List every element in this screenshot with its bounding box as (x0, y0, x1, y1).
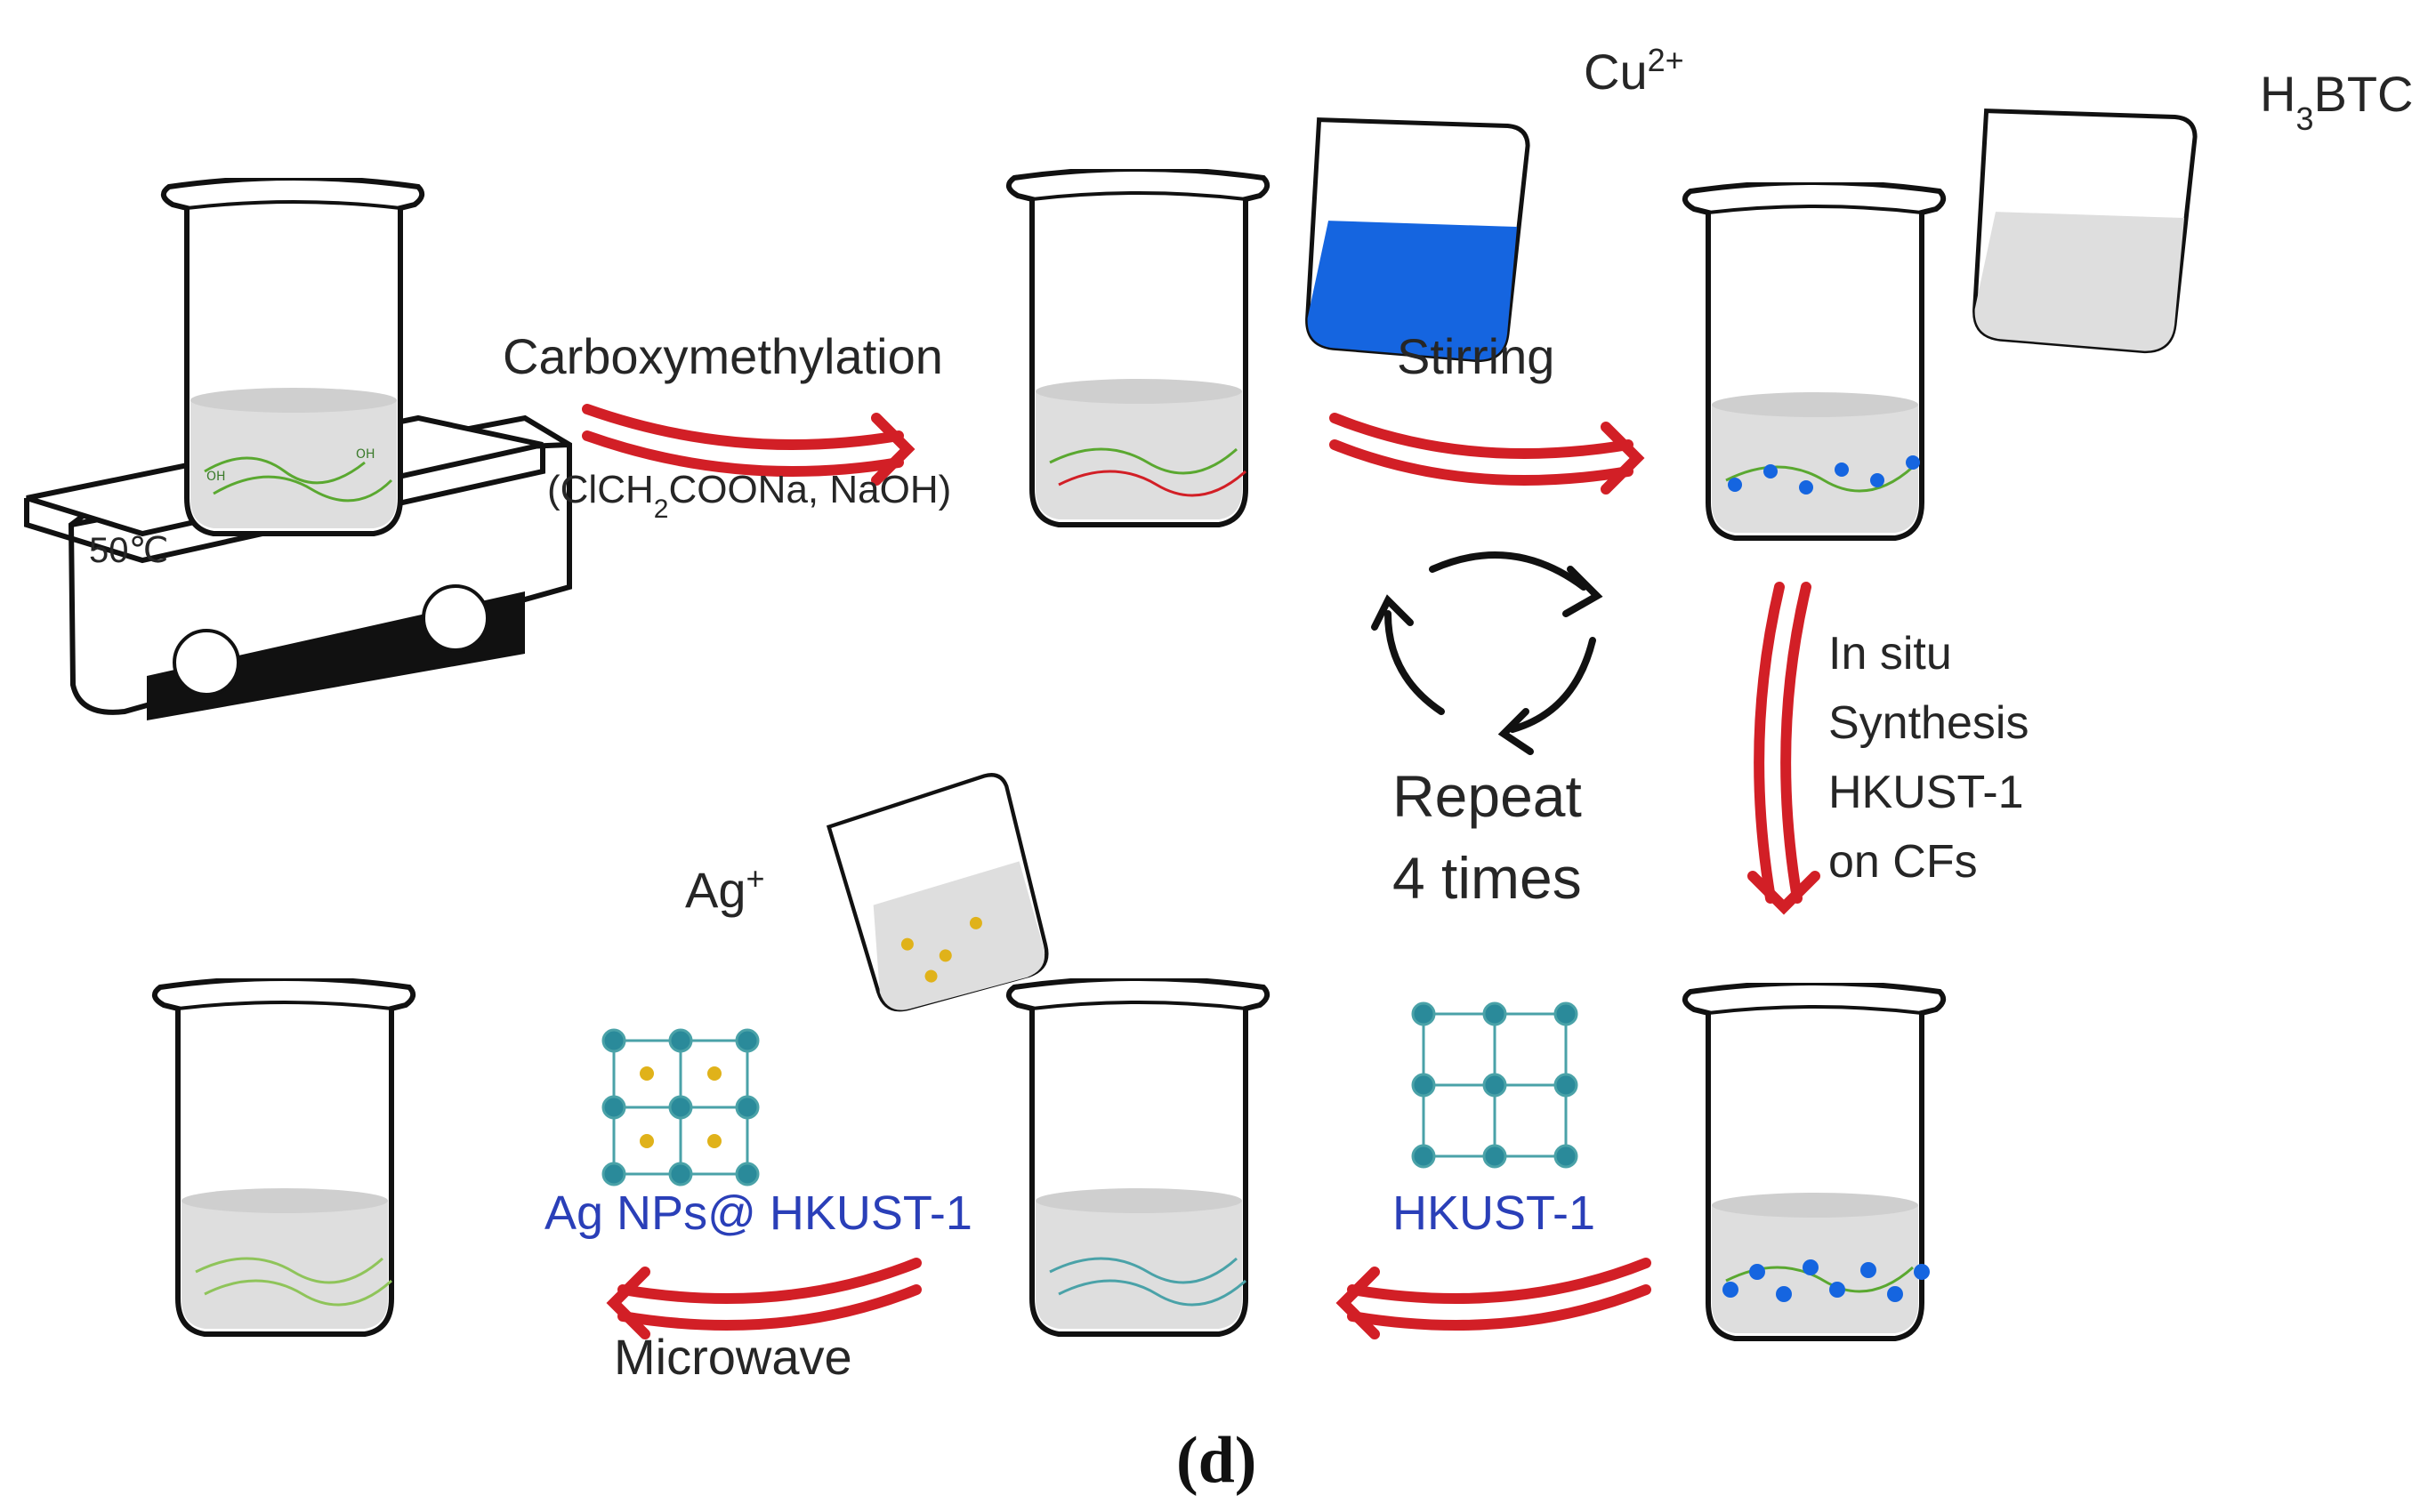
h3btc-pour-beaker (1948, 84, 2210, 368)
ag-label: Ag+ (685, 860, 765, 919)
beaker-hkust (1009, 978, 1267, 1334)
reagents-label: (ClCH2COONa, NaOH) (547, 468, 951, 524)
microwave-label: Microwave (614, 1329, 852, 1385)
stirring-label: Stirring (1397, 328, 1554, 384)
insitu-label-2: Synthesis (1828, 697, 2029, 749)
hkust-fibers-teal (1049, 1257, 1247, 1307)
insitu-label-3: HKUST-1 (1828, 767, 2024, 818)
ag-pour-beaker (825, 770, 1053, 1017)
carboxymethylation-label: Carboxymethylation (503, 328, 943, 384)
repeat-label-1: Repeat (1392, 763, 1582, 829)
repeat-cycle-icon (1371, 551, 1603, 755)
hkust-fibers-blue (1722, 1259, 1930, 1302)
oh-label: OH (356, 447, 375, 462)
carboxymethylated-fibers (1049, 447, 1247, 497)
knob-right-icon[interactable] (422, 584, 489, 652)
insitu-label-1: In situ (1828, 628, 1952, 680)
oh-label: OH (206, 470, 226, 484)
insitu-label-4: on CFs (1828, 836, 1978, 888)
cu-pour-beaker (1280, 93, 1543, 377)
figure-caption: (d) (1176, 1424, 1256, 1497)
knob-left-icon[interactable] (173, 629, 240, 696)
arrow-microwave (606, 1258, 922, 1339)
beaker-cu-loaded (1685, 182, 1943, 538)
cu-loaded-fibers (1725, 455, 1920, 495)
beaker-hkust-fibers (1685, 983, 1943, 1339)
beaker-carboxymethylated (1009, 169, 1267, 525)
hkust-label: HKUST-1 (1392, 1186, 1595, 1240)
agnps-hkust-label: Ag NPs@ HKUST-1 (544, 1186, 972, 1240)
arrow-stirring (1329, 413, 1645, 495)
beaker-agnps (155, 978, 413, 1334)
cu-label: Cu2+ (1584, 42, 1684, 101)
repeat-label-2: 4 times (1392, 845, 1582, 911)
h3btc-label: H3BTC (2260, 66, 2413, 137)
arrow-carboxymethylation (582, 404, 916, 486)
arrow-hkust (1335, 1258, 1651, 1339)
agnps-fibers (195, 1257, 393, 1307)
agnps-hkust-crystal-icon (601, 1028, 760, 1186)
hkust-crystal-icon (1411, 1001, 1578, 1169)
arrow-insitu (1747, 582, 1820, 915)
cellulose-fibers (204, 456, 393, 503)
temperature-label: 50℃ (89, 531, 168, 570)
